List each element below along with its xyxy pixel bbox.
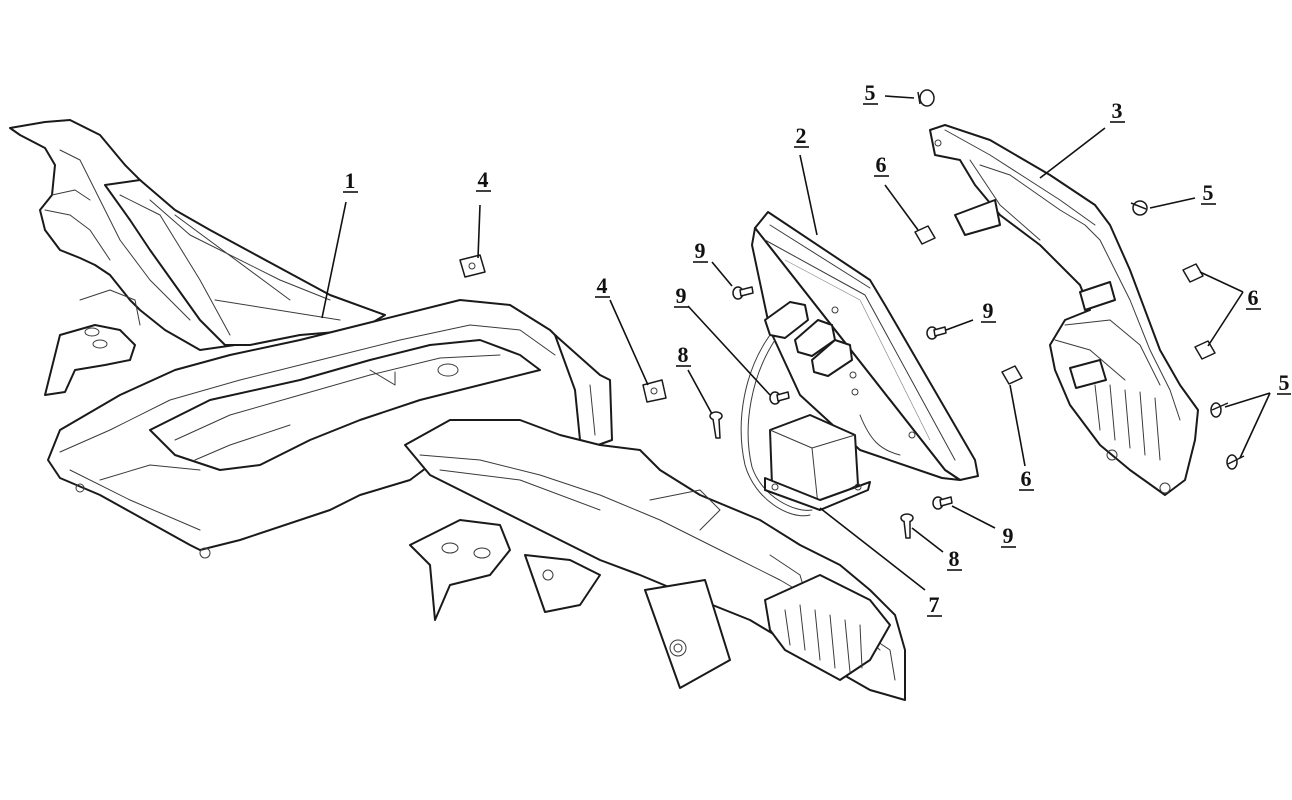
- rivet-5-top: [917, 89, 935, 107]
- callout-labels: 1 2 3 4 4 5 5 5 6 6 6 7 8 8 9 9 9 9: [343, 80, 1291, 617]
- callout-5-top: 5: [865, 80, 876, 105]
- clip-4-upper: [459, 254, 486, 278]
- nut-6-mid: [1001, 365, 1023, 385]
- rivet-5-right: [1130, 200, 1148, 216]
- screw-9-a: [732, 286, 754, 300]
- clip-4-lower: [642, 379, 667, 403]
- nut-6-top: [914, 225, 936, 245]
- screw-9-b: [769, 391, 790, 405]
- screw-8-a: [709, 411, 723, 439]
- callout-3: 3: [1112, 98, 1123, 123]
- callout-9-a: 9: [695, 238, 706, 263]
- screw-9-d: [932, 496, 953, 510]
- callout-4-lower: 4: [597, 273, 608, 298]
- leader-lines: [321, 95, 1271, 591]
- callout-5-right: 5: [1203, 180, 1214, 205]
- callout-7: 7: [929, 592, 940, 617]
- callout-9-b: 9: [676, 283, 687, 308]
- part-3-rear-cover: [929, 124, 1199, 496]
- callout-8-left: 8: [678, 342, 689, 367]
- callout-2: 2: [796, 123, 807, 148]
- part-2-instrument-display: [740, 211, 979, 517]
- part-7-module-box: [764, 414, 871, 511]
- callout-6-right: 6: [1248, 285, 1259, 310]
- screw-8-b: [900, 513, 914, 539]
- callout-9-d: 9: [1003, 523, 1014, 548]
- callout-8-right: 8: [949, 546, 960, 571]
- callout-1: 1: [345, 168, 356, 193]
- hardware-parts: [459, 89, 1245, 539]
- callout-9-c: 9: [983, 298, 994, 323]
- callout-6-mid: 6: [1021, 466, 1032, 491]
- rivet-5-lower-a: [1210, 402, 1229, 418]
- nut-6-right-a: [1182, 263, 1204, 283]
- callout-6-top: 6: [876, 152, 887, 177]
- nut-6-right-b: [1194, 340, 1216, 360]
- callout-4-upper: 4: [478, 167, 489, 192]
- part-1-dashboard-frame: [9, 119, 906, 701]
- callout-5-lower: 5: [1279, 370, 1290, 395]
- rivet-5-lower-b: [1226, 454, 1245, 470]
- screw-9-c: [926, 326, 947, 340]
